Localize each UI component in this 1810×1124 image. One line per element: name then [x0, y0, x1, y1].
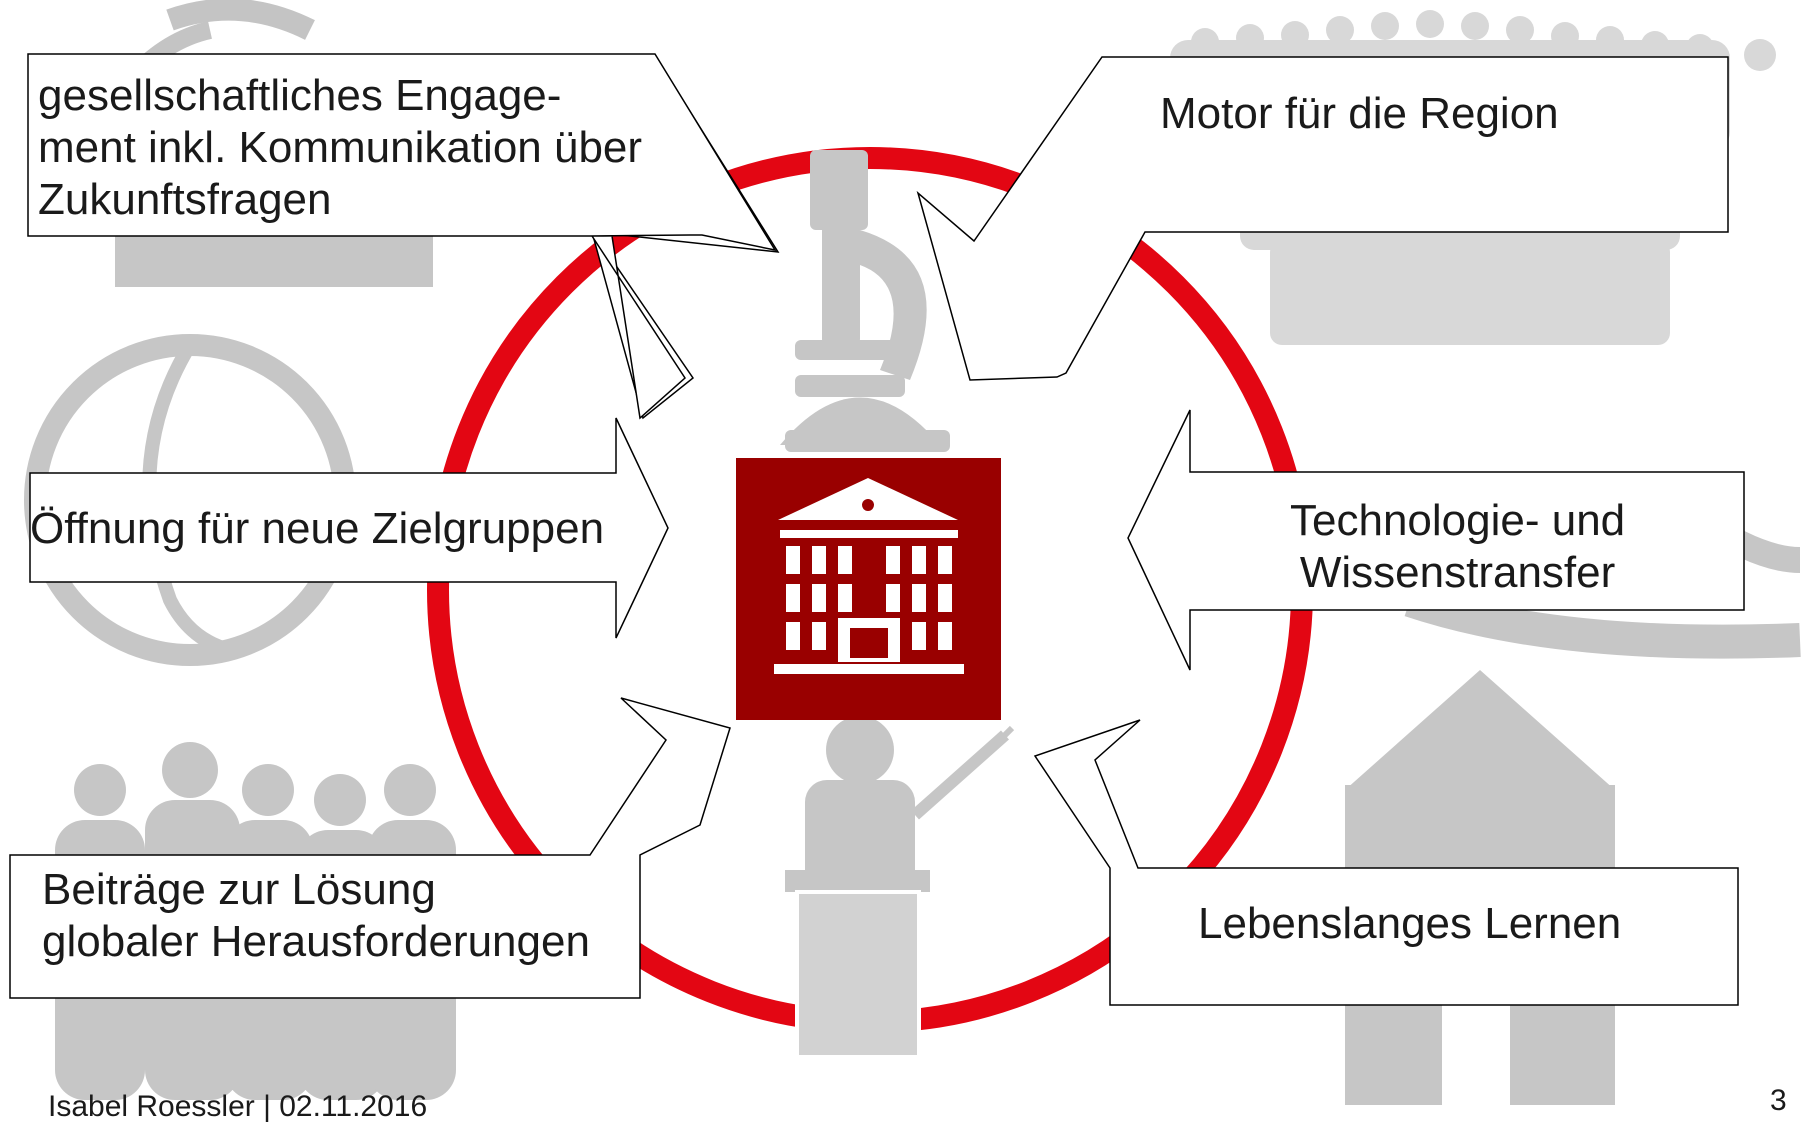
callout-transfer	[1127, 409, 1745, 671]
callout-lernen-line-1: Lebenslanges Lernen	[1198, 899, 1622, 948]
teacher-icon	[785, 716, 1015, 1059]
callout-transfer-line-2: Wissenstransfer	[1299, 548, 1616, 597]
callout-oeffnung-line-1: Öffnung für neue Zielgruppen	[30, 504, 605, 553]
callout-beitraege-line-2: globaler Herausforderungen	[42, 917, 590, 966]
callout-oeffnung-text: Öffnung für neue Zielgruppen	[30, 503, 604, 555]
callout-transfer-line-1: Technologie- und	[1290, 496, 1626, 545]
callout-motor-text: Motor für die Region	[1160, 88, 1559, 140]
callout-lernen-text: Lebenslanges Lernen	[1198, 898, 1621, 950]
footer-page-number: 3	[1770, 1084, 1787, 1117]
callout-lernen	[1033, 719, 1739, 1006]
microscope-icon	[780, 150, 950, 452]
callout-gesellschaft-text: gesellschaftliches Engage- ment inkl. Ko…	[38, 70, 642, 226]
callout-beitraege-line-1: Beiträge zur Lösung	[42, 865, 436, 914]
footer-author: Isabel Roessler | 02.11.2016	[48, 1090, 428, 1123]
callout-gesellschaft-line-1: gesellschaftliches Engage-	[38, 71, 562, 120]
callout-transfer-text: Technologie- und Wissenstransfer	[1290, 495, 1625, 599]
university-building-icon	[736, 458, 1001, 720]
callout-gesellschaft-clean	[27, 53, 777, 420]
callout-beitraege	[9, 697, 731, 999]
callout-motor-line-1: Motor für die Region	[1160, 89, 1559, 138]
callout-beitraege-text: Beiträge zur Lösung globaler Herausforde…	[42, 864, 590, 968]
callout-gesellschaft-line-3: Zukunftsfragen	[38, 175, 332, 224]
callout-gesellschaft-line-2: ment inkl. Kommunikation über	[38, 123, 643, 172]
callout-motor	[916, 56, 1729, 381]
callout-oeffnung	[29, 417, 669, 639]
